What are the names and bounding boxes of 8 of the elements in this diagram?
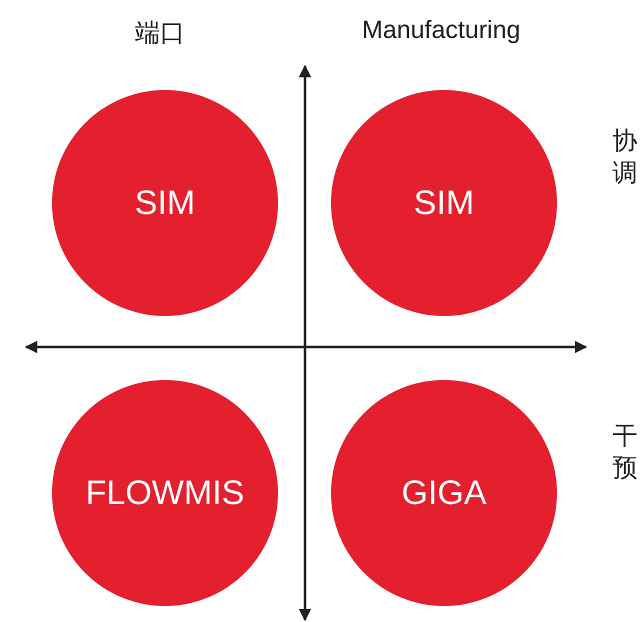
circle-label: SIM xyxy=(414,184,474,222)
axis-label: Manufacturing xyxy=(362,16,520,45)
axis-label: 端口 xyxy=(135,18,185,49)
axis-label: 协调 xyxy=(612,126,638,189)
circle-label: FLOWMIS xyxy=(86,474,244,512)
circle-label: GIGA xyxy=(401,474,487,512)
axis-label: 干预 xyxy=(612,421,638,484)
circle-label: SIM xyxy=(134,184,196,222)
